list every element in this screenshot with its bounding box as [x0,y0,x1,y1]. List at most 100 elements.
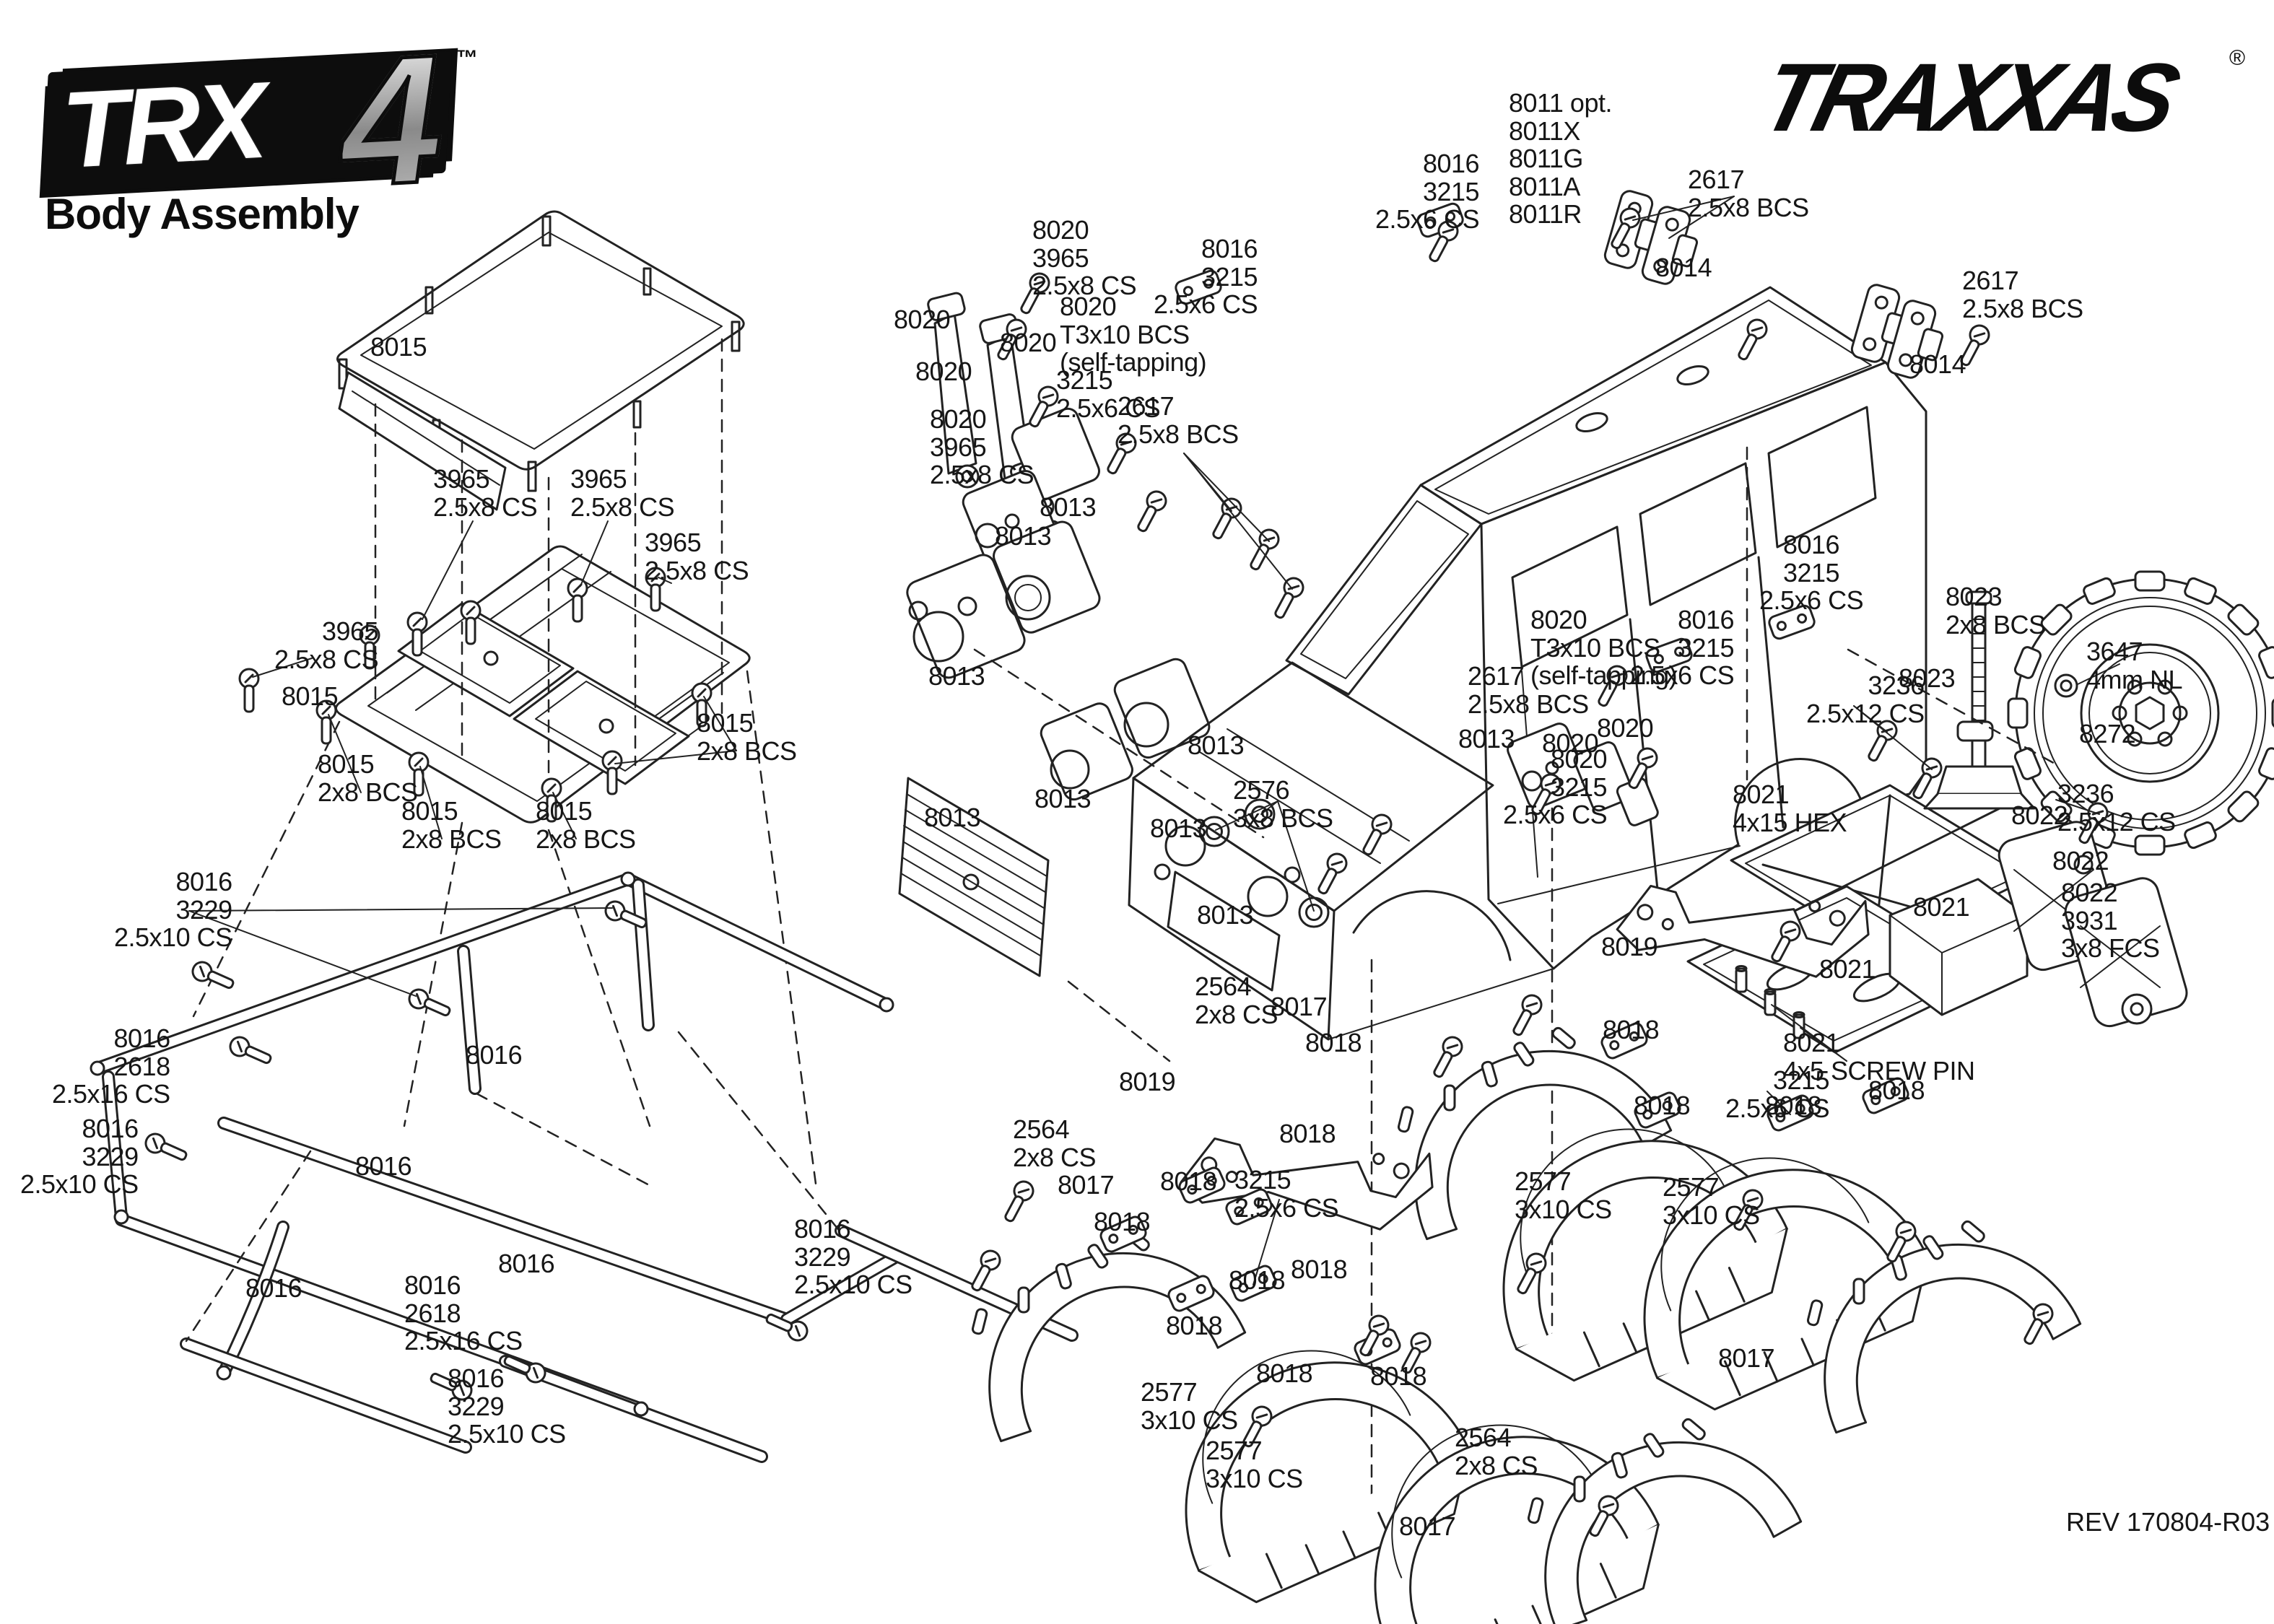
part-callout-8021: 8021 4x5 SCREW PIN [1783,1028,1975,1086]
jack-drawing [1923,590,2036,810]
part-callout-8020: 8020 T3x10 BCS (self-tapping) [1530,605,1678,691]
part-callout-8018: 8018 [1229,1265,1286,1295]
part-callout-3965: 3965 2.5x8 CS [645,528,749,585]
part-callout-8272: 8272 [2079,719,2136,748]
part-callout-8016: 8016 3215 2.5x6 CS [1375,149,1480,235]
trademark-symbol: ™ [456,46,478,70]
part-callout-8022: 8022 3931 3x8 FCS [2061,878,2160,964]
hinge-parts-drawing [1172,188,1951,826]
part-callout-8019: 8019 [1601,932,1658,961]
part-callout-8015: 8015 2x8 BCS [401,796,502,854]
part-callout-8018: 8018 [1868,1075,1925,1105]
part-callout-8016: 8016 3229 2.5x10 CS [20,1114,139,1200]
part-callout-8017: 8017 [1058,1170,1115,1200]
part-callout-8018: 8018 [1279,1119,1336,1148]
part-callout-8018: 8018 [1603,1015,1660,1044]
part-callout-2577: 2577 3x10 CS [1141,1377,1238,1435]
part-callout-8015: 8015 2x8 BCS [536,796,636,854]
part-callout-2617: 2617 2.5x8 BCS [1688,165,1809,222]
part-callout-3647: 3647 4mm NL [2086,637,2183,694]
part-callout-8016: 8016 [466,1040,523,1070]
part-callout-8016: 8016 [245,1273,302,1303]
lamp-plates-drawing [898,407,1330,977]
part-callout-2617: 2617 2.5x8 BCS [1468,661,1589,719]
part-callout-8015: 8015 2x8 BCS [697,708,797,766]
part-callout-8020: 8020 [894,305,951,334]
fuel-can-drawing [1998,821,2188,1028]
part-callout-8013: 8013 [928,661,985,691]
part-callout-3965: 3965 2.5x8 CS [433,464,538,522]
part-callout-8018: 8018 [1305,1028,1362,1057]
part-callout-2564: 2564 2x8 CS [1195,972,1278,1029]
part-callout-8013: 8013 [1150,813,1207,843]
part-callout-8014: 8014 [1909,349,1966,379]
part-callout-8015: 8015 [282,681,339,711]
part-callout-8020: 8020 [1000,328,1057,357]
part-callout-8018: 8018 [1765,1091,1822,1120]
part-callout-8016: 8016 3229 2.5x10 CS [114,867,232,953]
part-callout-2617: 2617 2.5x8 BCS [1118,391,1239,449]
projection-lines-right [973,446,2059,1517]
part-callout-8023: 8023 2x8 BCS [1946,582,2046,639]
part-callout-8013: 8013 [995,521,1052,551]
part-callout-8018: 8018 [1166,1311,1223,1340]
part-callout-8022: 8022 [2052,846,2109,876]
part-callout-3236: 3236 2.5x12 CS [1806,671,1925,728]
body-shell-drawing [1128,286,1927,1041]
trx4-logo: TRX 4 ™ [38,15,485,227]
part-callout-8017: 8017 [1271,992,1328,1021]
part-callout-8016: 8016 3215 2.5x6 CS [1759,530,1864,616]
part-callout-8018: 8018 [1634,1091,1691,1120]
part-callout-8013: 8013 [1197,900,1254,930]
part-callout-8019: 8019 [1119,1067,1176,1096]
part-callout-8022: 8022 [2011,800,2068,830]
part-callout-3236: 3236 2.5x12 CS [2057,779,2176,837]
registered-symbol: ® [2229,46,2246,70]
part-callout-8017: 8017 [1399,1511,1456,1541]
part-callout-8016: 8016 3215 2.5x6 CS [1630,605,1735,691]
part-callout-8018: 8018 [1291,1254,1348,1284]
part-callout-8021: 8021 [1913,892,1970,922]
part-callout-8016: 8016 2618 2.5x16 CS [52,1023,170,1109]
part-callout-8011opt: 8011 opt. 8011X 8011G 8011A 8011R [1509,88,1612,230]
part-callout-8018: 8018 [1160,1166,1217,1196]
part-callout-8013: 8013 [1188,730,1245,760]
leader-lines [188,196,2120,1285]
part-callout-8020: 8020 [1542,728,1599,758]
part-callout-8021: 8021 [1819,954,1876,984]
part-callout-8016: 8016 3229 2.5x10 CS [448,1363,566,1449]
part-callout-8018: 8018 [1256,1358,1313,1388]
part-callout-8016: 8016 3215 2.5x6 CS [1154,234,1258,320]
projection-lines-left [192,338,817,1185]
part-callout-8014: 8014 [1655,253,1712,282]
part-callout-8020: 8020 [915,357,972,386]
part-callout-8017: 8017 [1718,1343,1775,1373]
part-callout-2576: 2576 3x8 BCS [1233,775,1333,833]
part-callout-2617: 2617 2.5x8 BCS [1962,266,2083,323]
part-callout-8020: 8020 T3x10 BCS (self-tapping) [1060,292,1207,377]
part-callout-8023: 8023 [1899,663,1956,693]
part-callout-8015: 8015 2x8 BCS [318,749,418,807]
part-callout-2577: 2577 3x10 CS [1663,1172,1760,1230]
part-callout-8018: 8018 [1370,1361,1427,1391]
part-callout-8016: 8016 [498,1249,555,1278]
part-callout-8020: 8020 [1597,713,1654,743]
part-callout-2577: 2577 3x10 CS [1515,1166,1612,1224]
part-callout-8016: 8016 3229 2.5x10 CS [794,1214,912,1300]
part-callout-8018: 8018 [1094,1207,1151,1236]
part-callout-8020: 8020 3965 2.5x8 CS [930,404,1034,490]
part-callout-8016: 8016 2618 2.5x16 CS [404,1270,523,1356]
part-callout-3965: 3965 2.5x8 CS [570,464,675,522]
part-callout-8013: 8013 [1034,784,1092,813]
part-callout-8016: 8016 [355,1151,412,1181]
part-callout-2564: 2564 2x8 CS [1013,1114,1097,1172]
part-callout-3965: 3965 2.5x8 CS [274,616,379,674]
part-callout-2577: 2577 3x10 CS [1206,1436,1303,1493]
part-callout-3215: 3215 2.5x6 CS [1056,365,1161,423]
part-callout-8020: 8020 3215 2.5x6 CS [1503,744,1608,830]
revision-label: REV 170804-R03 [2066,1507,2270,1537]
part-callout-8021: 8021 4x15 HEX [1733,780,1847,837]
